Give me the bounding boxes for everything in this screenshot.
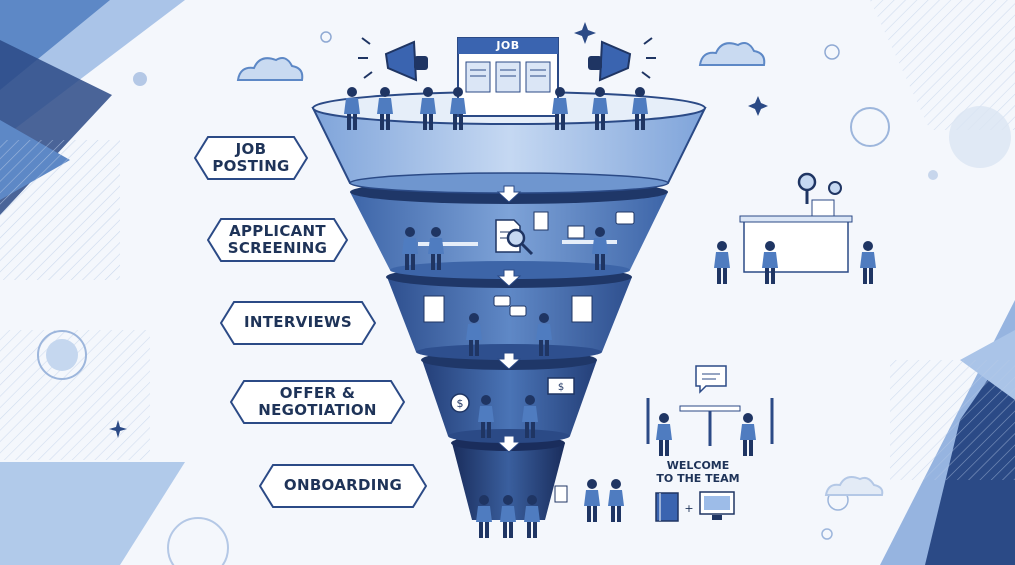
banknote-icon: $ bbox=[548, 378, 574, 394]
stage-label-text: ONBOARDING bbox=[284, 477, 402, 494]
cloud-icon bbox=[700, 43, 764, 65]
svg-text:$: $ bbox=[558, 382, 564, 393]
stage-label-onboarding: ONBOARDING bbox=[259, 464, 427, 508]
cloud-icon bbox=[826, 477, 882, 495]
stage-label-text: INTERVIEWS bbox=[244, 314, 352, 331]
stage-label-job-posting: JOB POSTING bbox=[194, 136, 308, 180]
plus-sign: + bbox=[684, 502, 693, 515]
megaphone-icon bbox=[588, 38, 656, 80]
cloud-icon bbox=[238, 58, 302, 80]
review-team-scene bbox=[714, 200, 876, 284]
svg-text:$: $ bbox=[457, 397, 464, 410]
sparkle-icon bbox=[574, 22, 596, 44]
job-board-title: JOB bbox=[458, 38, 558, 54]
stage-label-applicant-screening: APPLICANT SCREENING bbox=[207, 218, 348, 262]
sparkle-icon bbox=[748, 96, 768, 116]
document-icon bbox=[534, 212, 548, 230]
chat-bubble-icon bbox=[696, 366, 726, 392]
stage-label-interviews: INTERVIEWS bbox=[220, 301, 376, 345]
magnifier-icon bbox=[829, 182, 841, 194]
megaphone-icon bbox=[358, 38, 428, 80]
meeting-scene bbox=[648, 398, 772, 456]
stage-label-offer-negotiation: OFFER & NEGOTIATION bbox=[230, 380, 405, 424]
stage-label-text: APPLICANT SCREENING bbox=[228, 223, 328, 258]
monitor-icon bbox=[700, 492, 734, 520]
chat-bubble-icon bbox=[616, 212, 634, 224]
dollar-icon: $ bbox=[451, 394, 469, 412]
welcome-text: WELCOME TO THE TEAM bbox=[648, 459, 748, 485]
stage-label-text: JOB POSTING bbox=[212, 141, 289, 176]
stage-label-text: OFFER & NEGOTIATION bbox=[258, 385, 377, 420]
book-icon bbox=[656, 493, 678, 521]
